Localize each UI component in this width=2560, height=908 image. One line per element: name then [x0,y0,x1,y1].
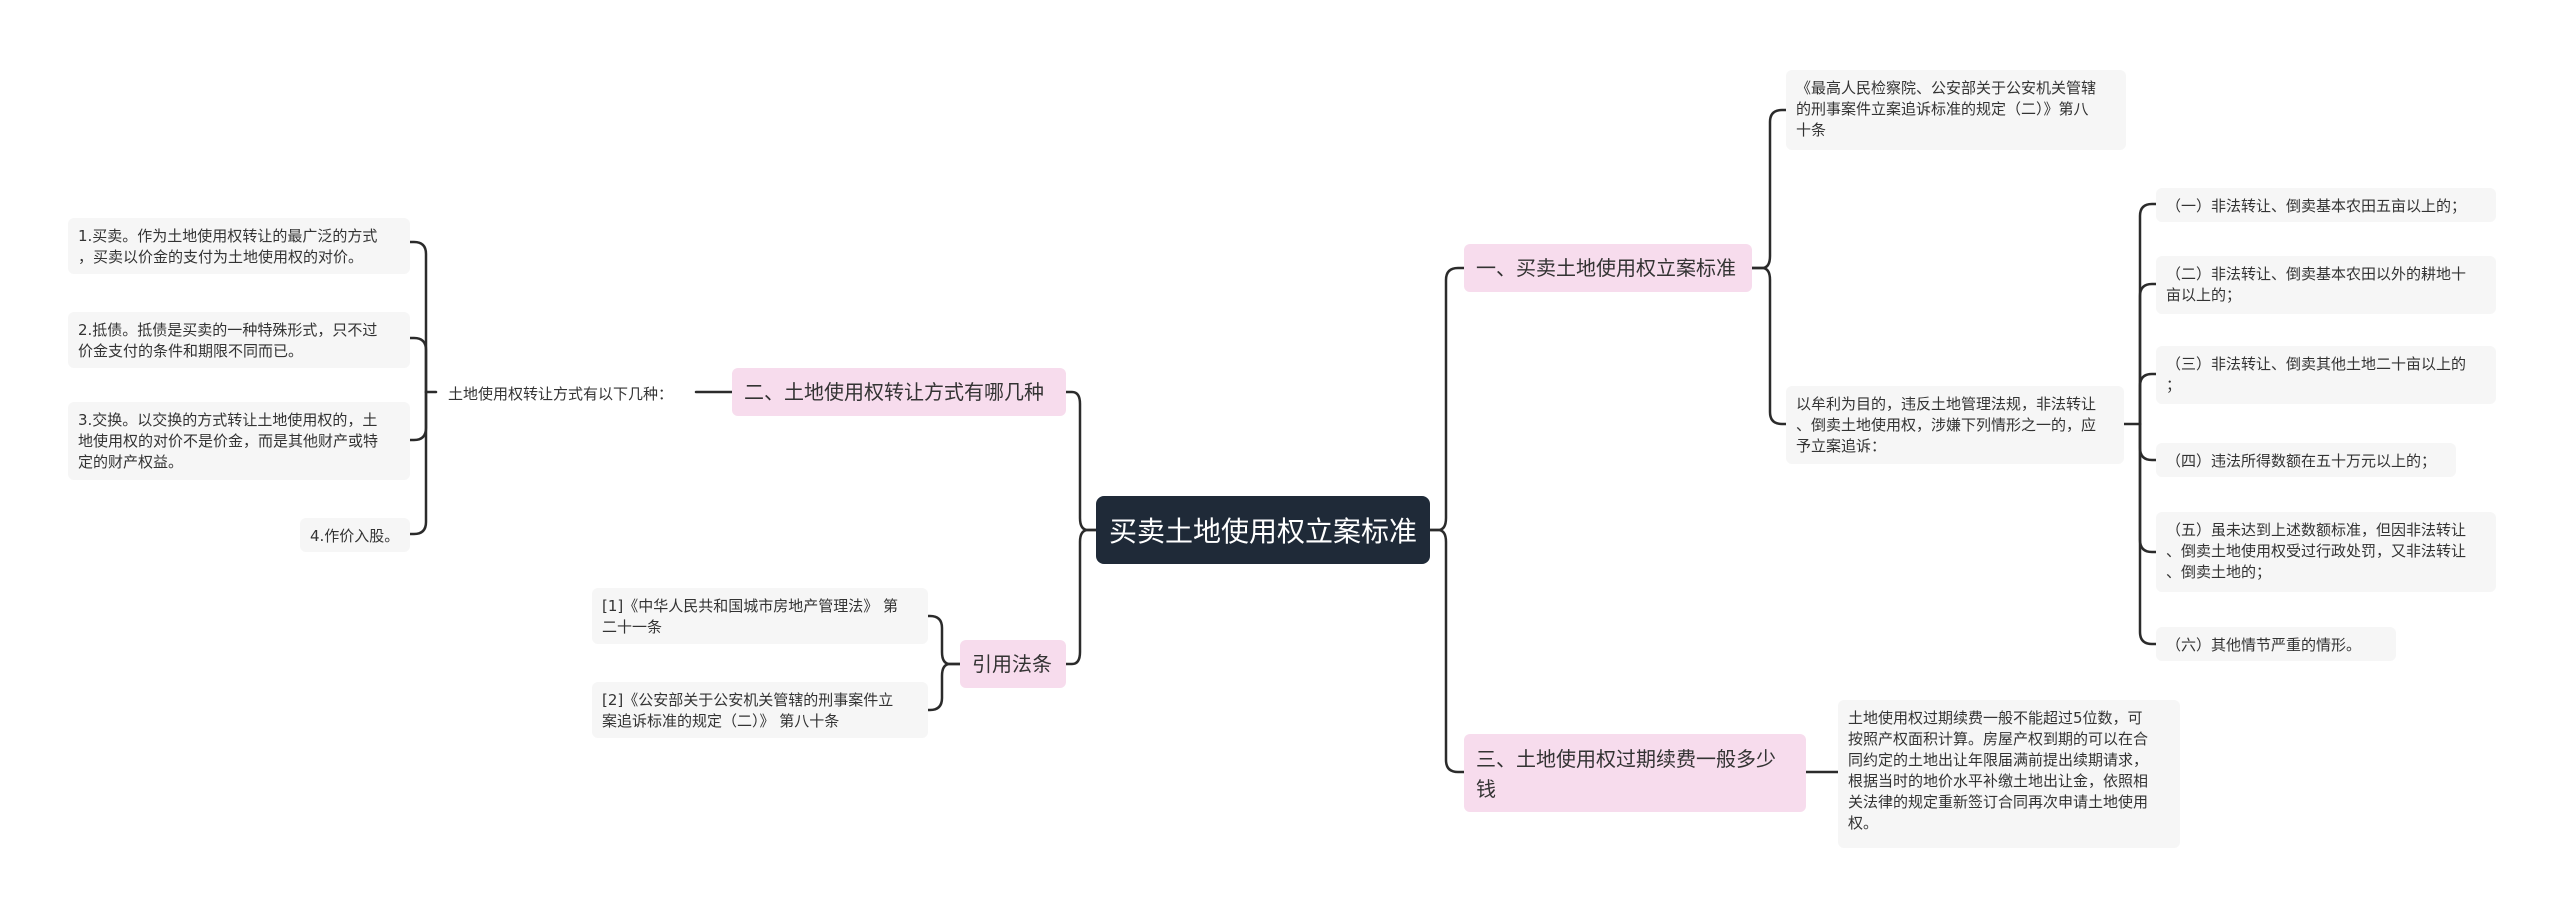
link-rule-item3 [2138,372,2158,426]
link-root-b1 [1428,266,1466,532]
link-rule-item4 [2138,422,2158,462]
transfer-method-item: 2.抵债。抵债是买卖的一种特殊形式，只不过 价金支付的条件和期限不同而已。 [68,312,410,368]
link-intro-item3 [408,390,428,442]
link-intro-item2 [408,336,428,394]
renewal-fee-answer: 土地使用权过期续费一般不能超过5位数，可 按照产权面积计算。房屋产权到期的可以在… [1838,700,2180,848]
rule-item: （一）非法转让、倒卖基本农田五亩以上的； [2156,188,2496,222]
link-root-b3 [1428,528,1466,774]
link-intro-item1 [408,240,428,394]
cited-law-item: [1]《中华人民共和国城市房地产管理法》 第 二十一条 [592,588,928,644]
rule-item: （三）非法转让、倒卖其他土地二十亩以上的 ； [2156,346,2496,404]
transfer-method-item: 3.交换。以交换的方式转让土地使用权的，土 地使用权的对价不是价金，而是其他财产… [68,402,410,480]
link-rule-item6 [2138,422,2158,646]
branch-transfer-methods[interactable]: 二、土地使用权转让方式有哪几种 [732,368,1066,416]
cited-law-item: [2]《公安部关于公安机关管辖的刑事案件立 案追诉标准的规定（二）》 第八十条 [592,682,928,738]
link-b1-rule [1750,266,1788,426]
rule-item: （六）其他情节严重的情形。 [2156,627,2396,661]
link-root-b2 [1064,390,1098,532]
branch-cited-laws[interactable]: 引用法条 [960,640,1066,688]
link-b4-ref2 [926,662,962,712]
rule-item: （四）违法所得数额在五十万元以上的； [2156,443,2456,477]
filing-rule-note: 以牟利为目的，违反土地管理法规，非法转让 、倒卖土地使用权，涉嫌下列情形之一的，… [1786,386,2124,464]
link-rule-item5 [2138,422,2158,554]
root-topic[interactable]: 买卖土地使用权立案标准 [1096,496,1430,564]
branch-filing-standard[interactable]: 一、买卖土地使用权立案标准 [1464,244,1752,292]
transfer-method-item: 1.买卖。作为土地使用权转让的最广泛的方式 ，买卖以价金的支付为土地使用权的对价… [68,218,410,274]
link-b1-source [1750,108,1788,270]
branch-renewal-fee[interactable]: 三、土地使用权过期续费一般多少 钱 [1464,734,1806,812]
link-rule-item2 [2138,282,2158,426]
rule-item: （二）非法转让、倒卖基本农田以外的耕地十 亩以上的； [2156,256,2496,314]
transfer-methods-intro: 土地使用权转让方式有以下几种： [448,385,674,403]
link-b4-ref1 [926,614,962,666]
link-root-b4 [1064,528,1098,666]
link-rule-item1 [2138,202,2158,426]
rule-item: （五）虽未达到上述数额标准，但因非法转让 、倒卖土地使用权受过行政处罚，又非法转… [2156,512,2496,592]
transfer-method-item: 4.作价入股。 [300,518,410,552]
link-intro-item4 [408,390,428,536]
source-regulation-note: 《最高人民检察院、公安部关于公安机关管辖 的刑事案件立案追诉标准的规定（二）》第… [1786,70,2126,150]
